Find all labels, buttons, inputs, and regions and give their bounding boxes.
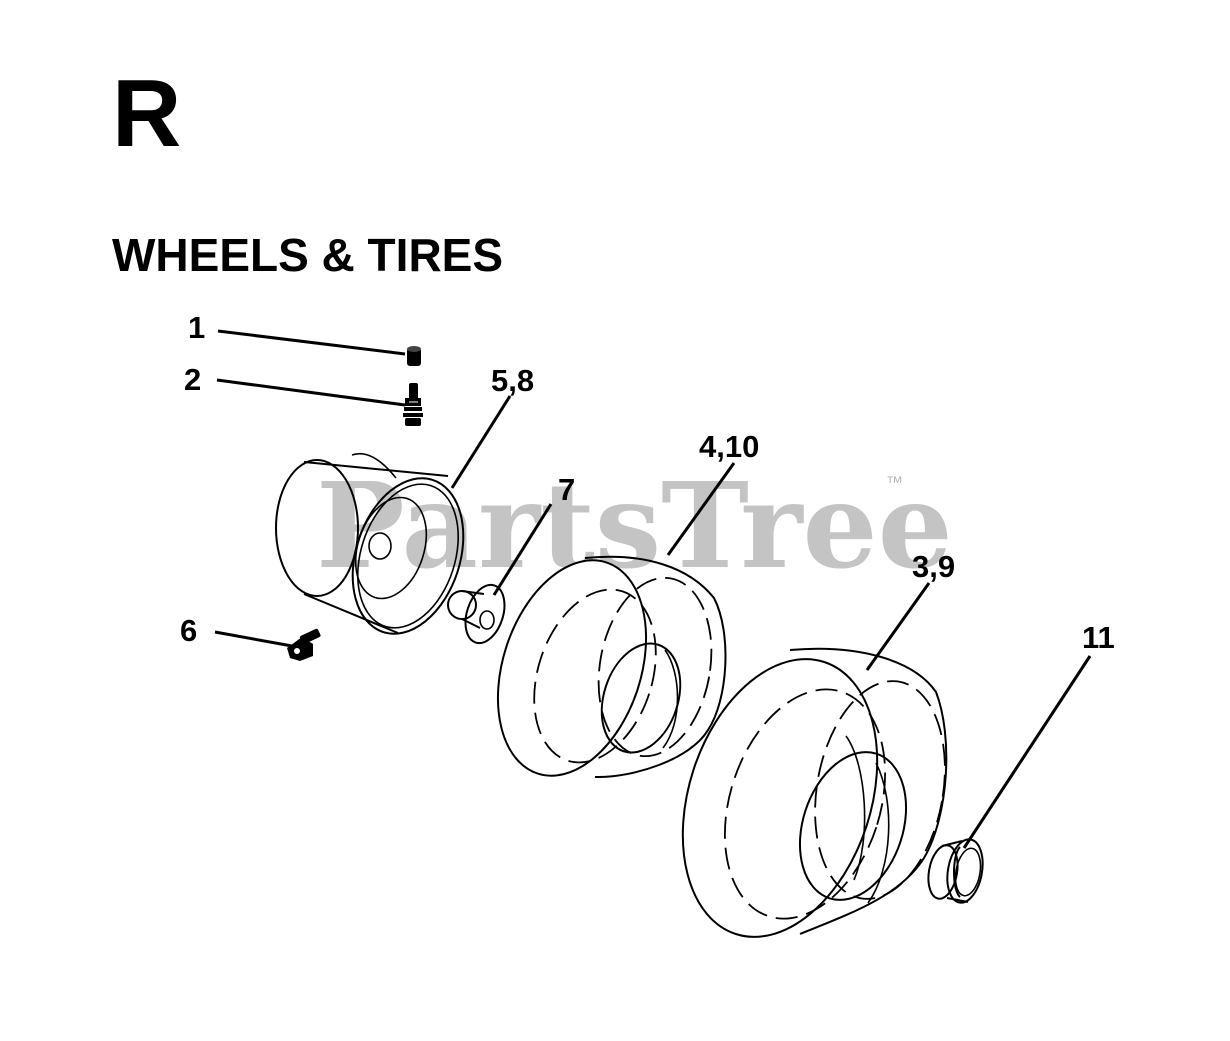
- part-rear-tire: [681, 647, 948, 938]
- watermark-trademark: ™: [886, 473, 903, 492]
- leader-lines: [214, 329, 1092, 849]
- leader-line-11: [962, 655, 1092, 849]
- section-title: WHEELS & TIRES: [112, 229, 504, 281]
- part-valve-cap: [407, 346, 421, 366]
- callout-1: 1: [188, 310, 205, 345]
- callout-labels: 1 2 5,8 4,10 7 3,9 6 11: [180, 310, 1115, 655]
- leader-line-2: [216, 378, 406, 407]
- watermark-text: PartsTree: [316, 456, 953, 595]
- part-front-tire: [496, 555, 727, 779]
- callout-2: 2: [184, 362, 201, 397]
- leader-line-5-8: [450, 395, 512, 489]
- callout-5-8: 5,8: [491, 363, 534, 398]
- callout-6: 6: [180, 613, 197, 648]
- part-hub-bushing: [927, 838, 984, 904]
- callout-4-10: 4,10: [699, 429, 759, 464]
- leader-line-6: [214, 630, 293, 648]
- leader-line-3-9: [865, 582, 931, 671]
- watermark: PartsTree ™: [316, 456, 953, 595]
- callout-7: 7: [558, 472, 575, 507]
- part-wheel-rim: [275, 453, 465, 635]
- part-spacer-bushing: [447, 583, 506, 645]
- callout-3-9: 3,9: [912, 549, 955, 584]
- part-bolt: [287, 628, 321, 661]
- callout-11: 11: [1082, 620, 1115, 655]
- leader-line-7: [492, 503, 553, 596]
- part-valve-stem: [403, 383, 423, 426]
- leader-line-1: [217, 329, 406, 356]
- section-letter: R: [112, 60, 182, 167]
- leader-line-4-10: [666, 462, 736, 556]
